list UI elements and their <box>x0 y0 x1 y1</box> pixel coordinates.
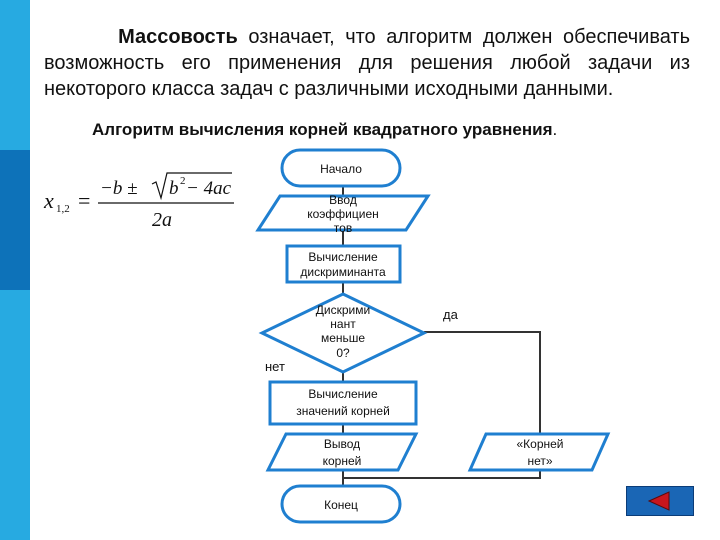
cond-label-3: меньше <box>321 331 365 345</box>
discr-label-1: Вычисление <box>308 250 378 264</box>
yes-label: да <box>443 307 459 322</box>
sidebar-accent <box>0 0 30 540</box>
no-label: нет <box>265 359 285 374</box>
input-parallelogram <box>255 194 431 232</box>
intro-term: Массовость <box>118 26 238 48</box>
radical-sign <box>151 172 232 201</box>
start-label: Начало <box>320 162 362 176</box>
formula-lhs-subscript: 1,2 <box>56 203 70 215</box>
subtitle-end: . <box>552 120 558 139</box>
quadratic-formula: x 1,2 = −b ± b 2 − 4ac 2a <box>43 172 234 231</box>
input-label-2: коэффициен <box>307 207 379 221</box>
input-label-3: тов <box>334 221 352 235</box>
radicand-b: b <box>169 178 179 199</box>
roots-label-2: значений корней <box>296 404 390 418</box>
formula-denominator: 2a <box>152 209 172 231</box>
connector-cond-noroots <box>424 331 541 434</box>
cond-label-1: Дискрими <box>316 303 370 317</box>
slide-subtitle: Алгоритм вычисления корней квадратного у… <box>92 120 557 140</box>
formula-numerator-prefix: −b ± <box>100 178 138 199</box>
intro-text: означает, что алгоритм должен обеспечива… <box>44 26 690 100</box>
discr-label-2: дискриминанта <box>300 265 386 279</box>
radicand-exponent: 2 <box>180 175 186 187</box>
formula-equals: = <box>78 188 90 213</box>
input-label-1: Ввод <box>329 193 357 207</box>
roots-label-1: Вычисление <box>308 387 378 401</box>
roots-process <box>268 380 418 426</box>
output-roots-parallelogram <box>265 432 419 472</box>
connectors <box>342 186 541 486</box>
condition-diamond <box>258 292 428 374</box>
back-button[interactable] <box>626 486 694 516</box>
cond-label-2: нант <box>330 317 356 331</box>
output-label-1: Вывод <box>324 437 360 451</box>
start-terminal <box>280 148 402 188</box>
formula-lhs: x <box>43 188 54 213</box>
connector-noroots-merge <box>343 470 541 479</box>
output-label-2: корней <box>323 454 362 468</box>
radicand-rest: − 4ac <box>186 178 232 199</box>
cond-label-4: 0? <box>336 346 350 360</box>
subtitle-bold: Алгоритм вычисления корней квадратного у… <box>92 120 553 139</box>
sidebar-dark-block <box>0 150 30 290</box>
discriminant-process <box>285 244 402 284</box>
noroots-label-2: нет» <box>527 454 552 468</box>
end-label: Конец <box>324 498 358 512</box>
noroots-label-1: «Корней <box>516 437 563 451</box>
no-roots-parallelogram <box>467 432 611 472</box>
triangle-left-icon <box>647 491 670 511</box>
intro-paragraph: Массовость означает, что алгоритм должен… <box>44 24 690 102</box>
end-terminal <box>280 484 402 524</box>
